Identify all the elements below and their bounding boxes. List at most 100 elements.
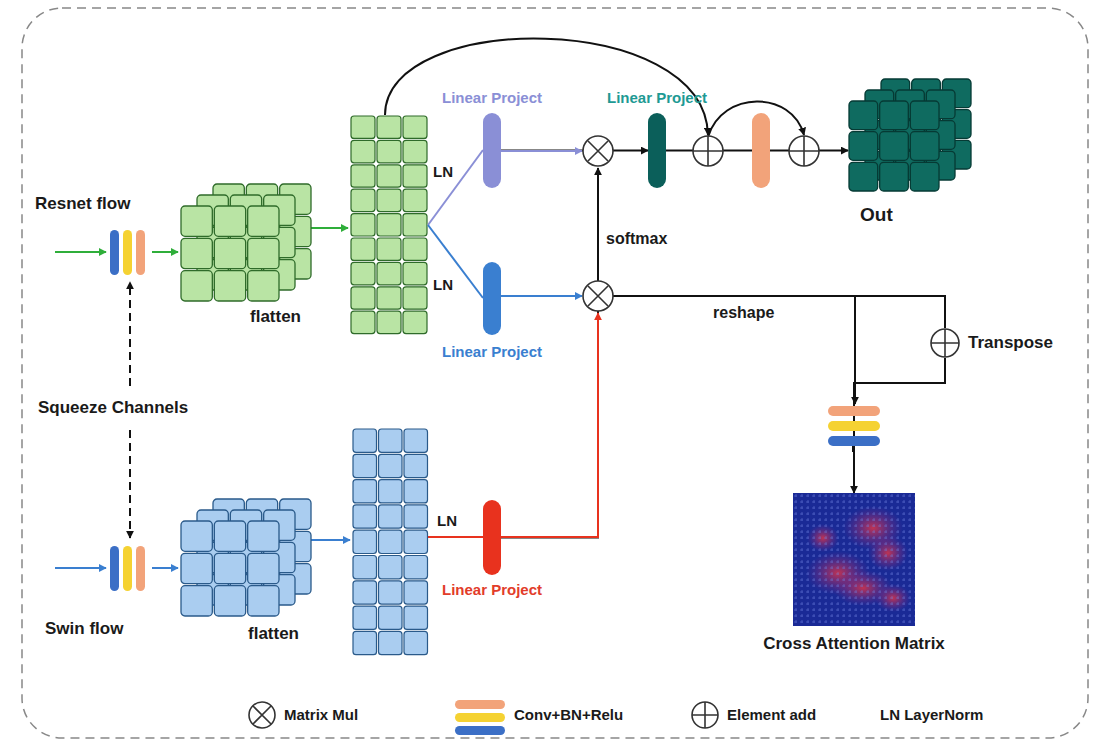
feature-cell xyxy=(377,214,401,236)
transpose-add: Transpose xyxy=(930,328,960,358)
stack-drawing xyxy=(180,183,314,304)
linear-project-bar: Linear Project xyxy=(483,500,501,575)
connector xyxy=(501,150,648,152)
feature-cell xyxy=(404,631,428,654)
heatmap xyxy=(793,493,915,626)
feature-cell xyxy=(351,140,375,162)
linear-project-bar: Linear Project xyxy=(483,262,501,335)
stack-cell xyxy=(181,521,212,551)
feature-cell xyxy=(403,116,427,138)
feature-cell xyxy=(351,189,375,211)
feature-cell xyxy=(379,480,403,503)
feature-stack: flatten xyxy=(180,520,280,617)
node-label: flatten xyxy=(248,624,299,644)
stack-cell xyxy=(910,132,939,161)
feature-cell xyxy=(377,116,401,138)
attention-matrix-image: Cross Attention Matrix xyxy=(793,493,915,626)
stack-cell xyxy=(181,271,212,301)
node-label: Linear Project xyxy=(442,581,542,598)
feature-cell xyxy=(404,556,428,579)
stack-drawing xyxy=(848,78,974,194)
stack-cell xyxy=(248,206,279,236)
stack-drawing xyxy=(180,498,314,619)
feature-cell xyxy=(403,262,427,284)
feature-cell xyxy=(403,214,427,236)
bar-shape xyxy=(483,113,501,188)
feature-cell xyxy=(404,505,428,528)
add-symbol xyxy=(930,328,960,358)
feature-cell xyxy=(404,480,428,503)
legend-symbols xyxy=(249,700,718,735)
stack-cell xyxy=(181,586,212,616)
node-label: Transpose xyxy=(968,333,1053,353)
feature-cell xyxy=(353,505,377,528)
feature-stack: flatten xyxy=(180,205,280,302)
conv-bar xyxy=(752,113,770,188)
free-label: softmax xyxy=(606,230,667,248)
stack-cell xyxy=(880,132,909,161)
stack-cell xyxy=(248,271,279,301)
legend-text: LN LayerNorm xyxy=(880,706,983,723)
free-label: Swin flow xyxy=(45,619,123,639)
feature-cell xyxy=(353,581,377,604)
stack-cell xyxy=(248,238,279,268)
linear-project-bar: Linear Project xyxy=(648,113,666,188)
free-label: reshape xyxy=(713,304,774,322)
node-label: flatten xyxy=(250,307,301,327)
linear-project-bar: Linear Project xyxy=(483,113,501,188)
feature-cell xyxy=(377,165,401,187)
feature-cell xyxy=(404,581,428,604)
bar-shape xyxy=(483,262,501,335)
stack-cell xyxy=(214,238,245,268)
feature-cell xyxy=(377,287,401,309)
conv-bn-relu-symbol xyxy=(828,406,880,446)
feature-cell xyxy=(351,262,375,284)
feature-cell xyxy=(351,165,375,187)
free-label: Squeeze Channels xyxy=(38,398,188,418)
connector xyxy=(666,150,848,152)
feature-cell xyxy=(351,311,375,333)
feature-cell xyxy=(351,238,375,260)
branch-lines xyxy=(385,39,855,537)
stack-cell xyxy=(849,162,878,191)
free-label: LN xyxy=(433,276,453,293)
stack-cell xyxy=(248,553,279,583)
feature-cell xyxy=(353,480,377,503)
feature-cell xyxy=(377,140,401,162)
stack-cell xyxy=(181,553,212,583)
stack-cell xyxy=(214,553,245,583)
feature-cell xyxy=(403,165,427,187)
stack-cell xyxy=(181,238,212,268)
stack-cell xyxy=(910,101,939,130)
feature-cell xyxy=(403,140,427,162)
feature-cell xyxy=(353,530,377,553)
legend-text: Element add xyxy=(727,706,816,723)
free-label: LN xyxy=(437,512,457,529)
node-label: Linear Project xyxy=(442,89,542,106)
node-label: Linear Project xyxy=(607,89,707,106)
feature-cell xyxy=(353,631,377,654)
stack-cell xyxy=(880,162,909,191)
stack-cell xyxy=(214,586,245,616)
stack-cell xyxy=(849,101,878,130)
feature-cell xyxy=(403,287,427,309)
feature-cell xyxy=(379,505,403,528)
feature-cell xyxy=(353,556,377,579)
stack-cell xyxy=(910,162,939,191)
feature-cell xyxy=(377,311,401,333)
feature-cell xyxy=(377,189,401,211)
stack-cell xyxy=(248,521,279,551)
stack-cell xyxy=(849,132,878,161)
stack-cell xyxy=(181,206,212,236)
feature-cell xyxy=(403,238,427,260)
outer-border xyxy=(22,8,1088,738)
free-label: LN xyxy=(433,163,453,180)
feature-cell xyxy=(379,556,403,579)
feature-cell xyxy=(404,454,428,477)
feature-cell xyxy=(351,116,375,138)
feature-cell xyxy=(379,581,403,604)
feature-cell xyxy=(353,606,377,629)
stack-cell xyxy=(214,271,245,301)
connector xyxy=(854,358,945,493)
feature-cell xyxy=(351,287,375,309)
